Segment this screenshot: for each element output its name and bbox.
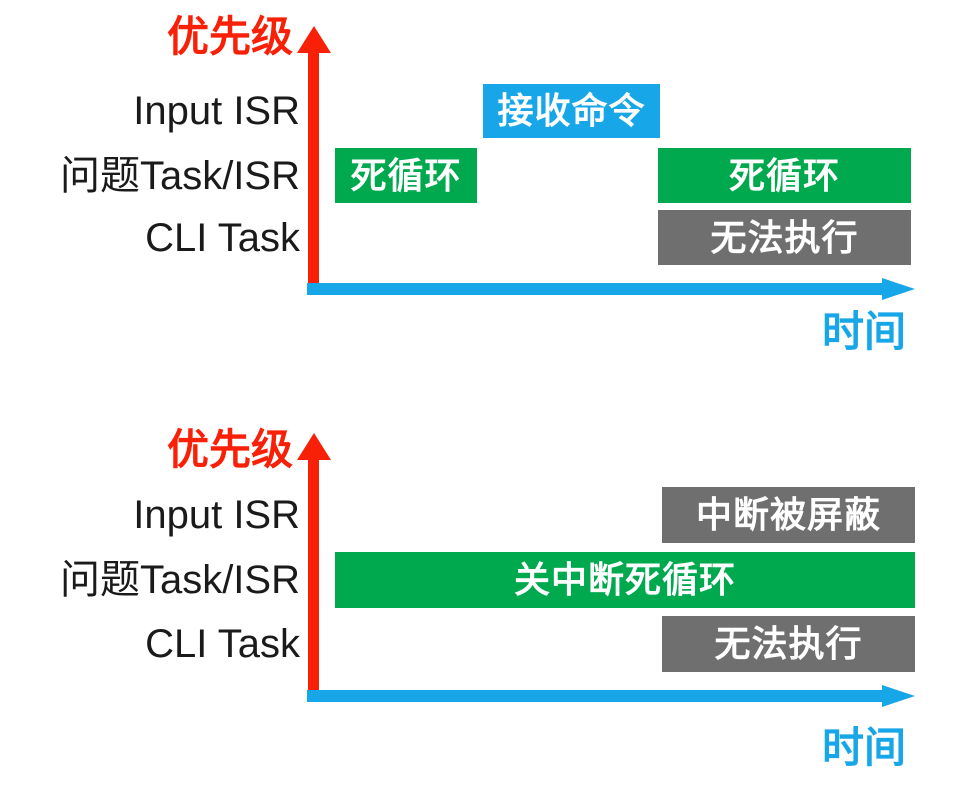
row-label-input-isr: Input ISR	[133, 89, 300, 133]
priority-axis-label-bottom: 优先级	[166, 426, 293, 473]
bar-cannot-execute-bottom: 无法执行	[662, 616, 915, 672]
time-axis-arrowhead-icon-bottom	[882, 685, 915, 707]
bar-interrupt-masked: 中断被屏蔽	[662, 487, 915, 543]
bar-cannot-execute-top: 无法执行	[658, 210, 911, 265]
time-axis-label-bottom: 时间	[822, 724, 907, 771]
row-label-cli-task-bottom: CLI Task	[145, 622, 300, 666]
row-label-problem-task-isr: 问题Task/ISR	[59, 153, 300, 198]
row-label-input-isr-bottom: Input ISR	[133, 493, 300, 537]
priority-axis-line	[308, 50, 319, 295]
time-axis-line	[307, 283, 883, 295]
bar-interrupt-disabled-infinite-loop: 关中断死循环	[335, 552, 915, 608]
time-axis-arrowhead-icon	[882, 278, 915, 300]
time-axis-line-bottom	[307, 690, 883, 702]
bar-infinite-loop-first: 死循环	[335, 148, 477, 203]
row-label-problem-task-isr-bottom: 问题Task/ISR	[59, 558, 300, 602]
row-label-cli-task: CLI Task	[145, 215, 300, 260]
bar-infinite-loop-second: 死循环	[658, 148, 911, 203]
priority-axis-label: 优先级	[166, 13, 293, 60]
priority-axis-line-bottom	[308, 457, 319, 696]
bar-receive-command: 接收命令	[483, 84, 660, 138]
priority-axis-arrowhead-icon-bottom	[297, 433, 331, 460]
priority-axis-arrowhead-icon	[297, 26, 331, 53]
time-axis-label: 时间	[822, 308, 907, 355]
